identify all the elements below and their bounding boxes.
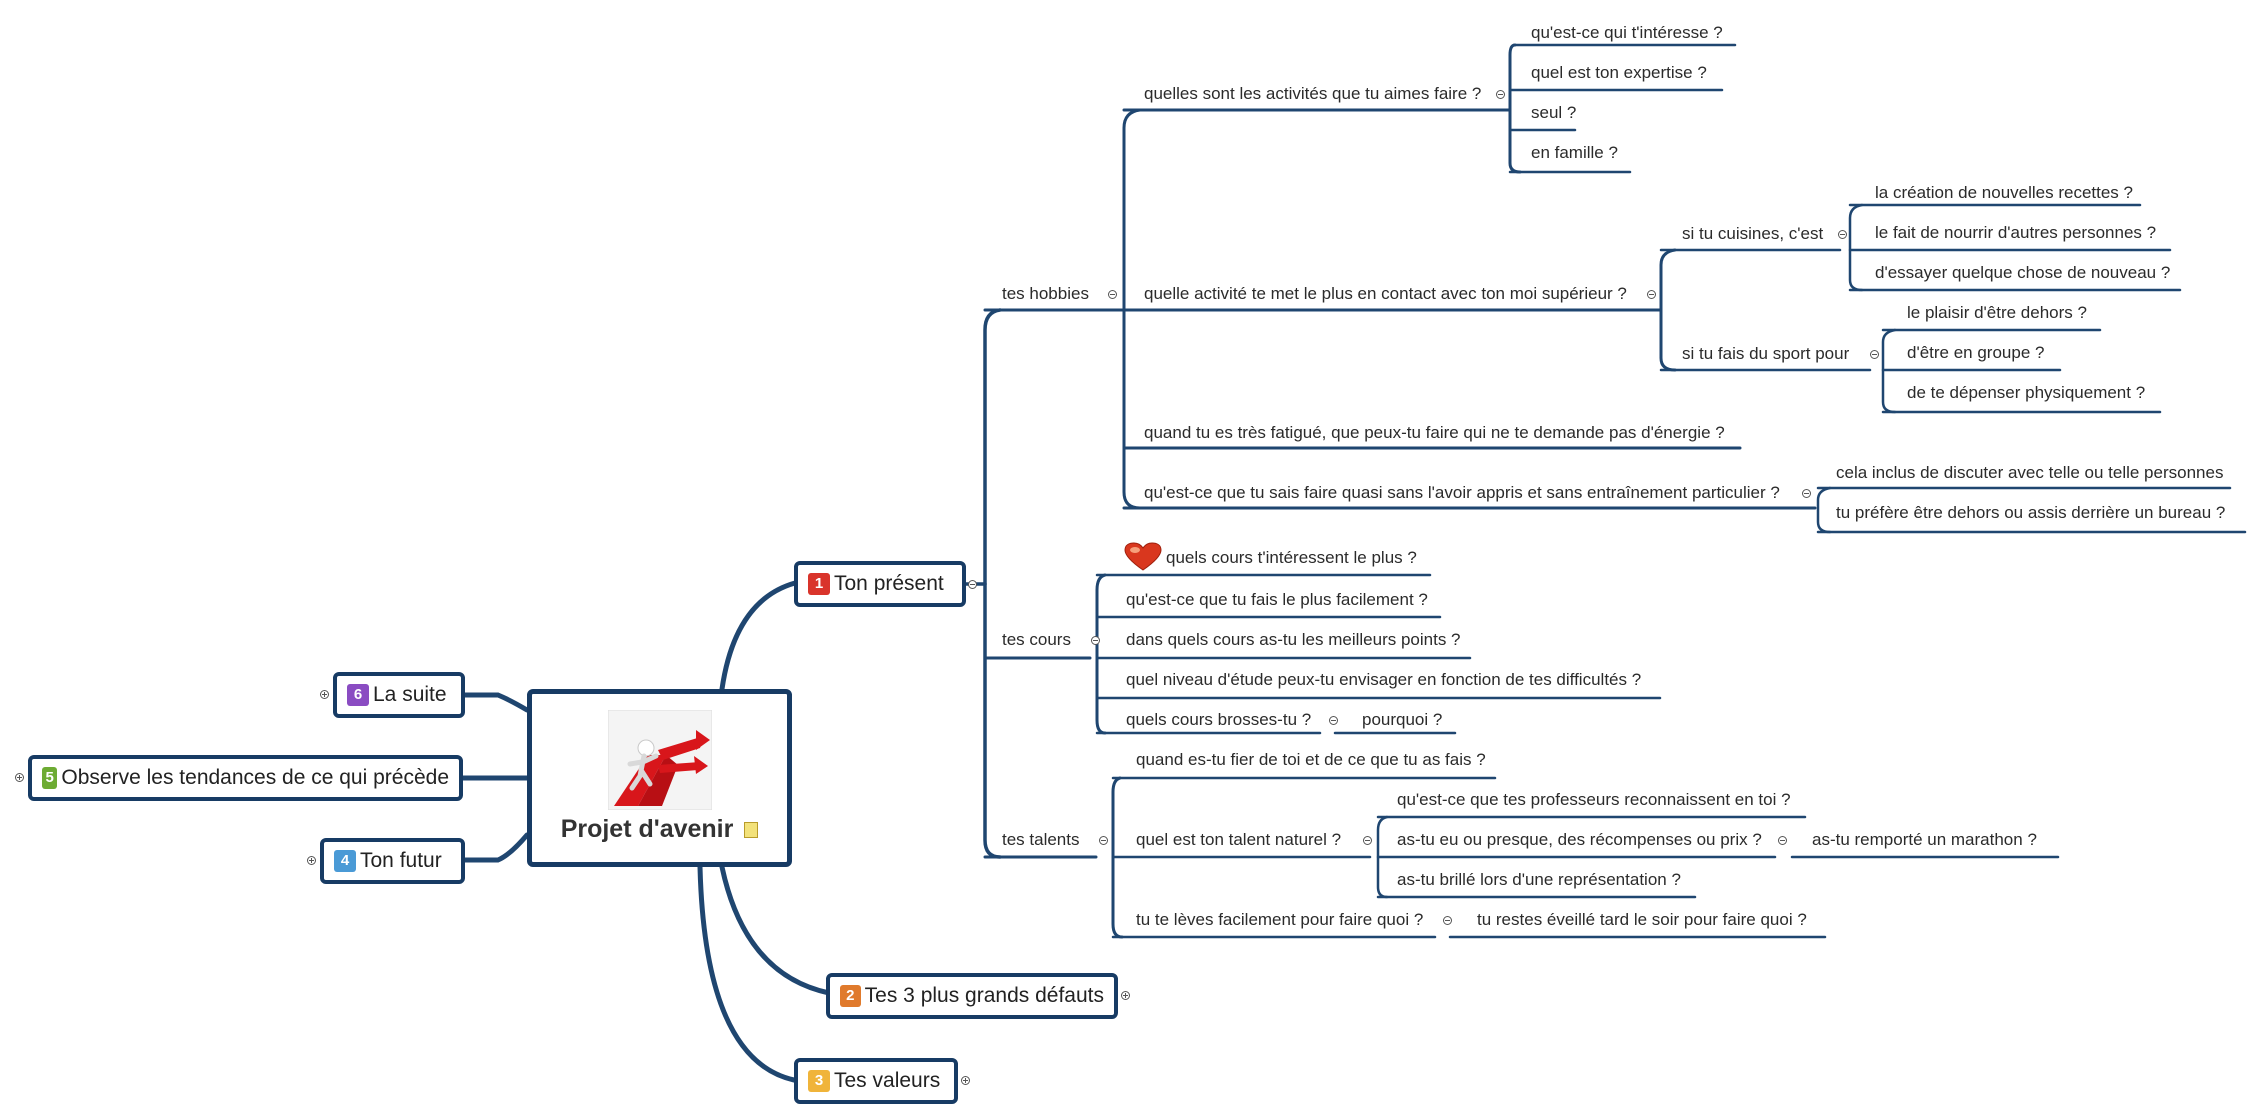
topic-recompenses[interactable]: as-tu eu ou presque, des récompenses ou … (1397, 830, 1762, 849)
main-topic-label: Tes 3 plus grands défauts (864, 984, 1104, 1007)
expand-icon[interactable] (961, 1076, 970, 1085)
expand-icon[interactable] (307, 856, 316, 865)
topic-expertise[interactable]: quel est ton expertise ? (1531, 63, 1707, 82)
priority-5-icon: 5 (42, 767, 58, 789)
collapse-icon[interactable] (1778, 836, 1787, 845)
connector-root-t1 (719, 580, 798, 692)
topic-representation[interactable]: as-tu brillé lors d'une représentation ? (1397, 870, 1681, 889)
topic-cours-interessent[interactable]: quels cours t'intéressent le plus ? (1166, 548, 1417, 567)
collapse-icon[interactable] (1091, 636, 1100, 645)
topic-depenser[interactable]: de te dépenser physiquement ? (1907, 383, 2146, 402)
note-icon[interactable] (744, 822, 759, 839)
priority-4-icon: 4 (334, 850, 356, 872)
topic-sans-appris[interactable]: qu'est-ce que tu sais faire quasi sans l… (1144, 483, 1780, 502)
topic-marathon[interactable]: as-tu remporté un marathon ? (1812, 830, 2037, 849)
topic-pourquoi[interactable]: pourquoi ? (1362, 710, 1443, 729)
main-topic-tendances[interactable]: 5 Observe les tendances de ce qui précèd… (28, 755, 463, 801)
topic-fier[interactable]: quand es-tu fier de toi et de ce que tu … (1136, 750, 1486, 769)
priority-2-icon: 2 (840, 985, 861, 1007)
root-title: Projet d'avenir (532, 815, 787, 844)
topic-groupe[interactable]: d'être en groupe ? (1907, 343, 2045, 362)
collapse-icon[interactable] (1363, 836, 1372, 845)
collapse-icon[interactable] (1496, 90, 1505, 99)
topic-dehors[interactable]: le plaisir d'être dehors ? (1907, 303, 2087, 322)
topic-fatigue[interactable]: quand tu es très fatigué, que peux-tu fa… (1144, 423, 1725, 442)
priority-6-icon: 6 (347, 684, 369, 706)
topic-activites[interactable]: quelles sont les activités que tu aimes … (1144, 84, 1482, 103)
expand-icon[interactable] (15, 773, 24, 782)
topic-leves[interactable]: tu te lèves facilement pour faire quoi ? (1136, 910, 1424, 929)
topic-famille[interactable]: en famille ? (1531, 143, 1618, 162)
collapse-icon[interactable] (1838, 230, 1847, 239)
main-topic-label: Tes valeurs (834, 1069, 941, 1092)
collapse-icon[interactable] (968, 580, 977, 589)
main-topic-label: Ton présent (834, 572, 944, 595)
subtopic-hobbies[interactable]: tes hobbies (1002, 284, 1089, 303)
subtopic-cours[interactable]: tes cours (1002, 630, 1071, 649)
topic-recettes[interactable]: la création de nouvelles recettes ? (1875, 183, 2133, 202)
topic-seul[interactable]: seul ? (1531, 103, 1577, 122)
main-topic-suite[interactable]: 6 La suite (333, 672, 465, 718)
topic-bureau[interactable]: tu préfère être dehors ou assis derrière… (1836, 503, 2226, 522)
topic-eveille[interactable]: tu restes éveillé tard le soir pour fair… (1477, 910, 1807, 929)
collapse-icon[interactable] (1647, 290, 1656, 299)
main-topic-defauts[interactable]: 2 Tes 3 plus grands défauts (826, 973, 1118, 1019)
topic-niveau-etude[interactable]: quel niveau d'étude peux-tu envisager en… (1126, 670, 1642, 689)
topic-cuisine[interactable]: si tu cuisines, c'est (1682, 224, 1824, 243)
connector-root-t4 (459, 832, 530, 863)
topic-interesse[interactable]: qu'est-ce qui t'intéresse ? (1531, 23, 1723, 42)
topic-nourrir[interactable]: le fait de nourrir d'autres personnes ? (1875, 223, 2157, 242)
priority-1-icon: 1 (808, 573, 830, 595)
connector-root-t3 (697, 864, 797, 1083)
main-topic-valeurs[interactable]: 3 Tes valeurs (794, 1058, 958, 1104)
topic-moi-superieur[interactable]: quelle activité te met le plus en contac… (1144, 284, 1627, 303)
root-topic[interactable]: Projet d'avenir (527, 689, 792, 867)
collapse-icon[interactable] (1108, 290, 1117, 299)
topic-sport[interactable]: si tu fais du sport pour (1682, 344, 1850, 363)
topic-brosses[interactable]: quels cours brosses-tu ? (1126, 710, 1312, 729)
priority-3-icon: 3 (808, 1070, 830, 1092)
topic-facilement[interactable]: qu'est-ce que tu fais le plus facilement… (1126, 590, 1428, 609)
connector-root-t2 (719, 864, 832, 996)
expand-icon[interactable] (320, 690, 329, 699)
topic-talent-naturel[interactable]: quel est ton talent naturel ? (1136, 830, 1342, 849)
main-topic-ton-present[interactable]: 1 Ton présent (794, 561, 966, 607)
main-topic-futur[interactable]: 4 Ton futur (320, 838, 465, 884)
subtopic-talents[interactable]: tes talents (1002, 830, 1080, 849)
collapse-icon[interactable] (1099, 836, 1108, 845)
collapse-icon[interactable] (1443, 916, 1452, 925)
heart-icon (1124, 542, 1162, 571)
collapse-icon[interactable] (1329, 716, 1338, 725)
collapse-icon[interactable] (1802, 489, 1811, 498)
main-topic-label: Observe les tendances de ce qui précède (61, 766, 449, 789)
running-figure-arrows-image (608, 710, 712, 810)
main-topic-label: Ton futur (360, 849, 442, 872)
root-title-text: Projet d'avenir (560, 815, 734, 843)
connector-root-t6 (461, 692, 530, 713)
topic-discuter[interactable]: cela inclus de discuter avec telle ou te… (1836, 463, 2224, 482)
topic-nouveau[interactable]: d'essayer quelque chose de nouveau ? (1875, 263, 2171, 282)
main-topic-label: La suite (373, 683, 447, 706)
topic-meilleurs-points[interactable]: dans quels cours as-tu les meilleurs poi… (1126, 630, 1461, 649)
topic-professeurs[interactable]: qu'est-ce que tes professeurs reconnaiss… (1397, 790, 1791, 809)
collapse-icon[interactable] (1870, 350, 1879, 359)
expand-icon[interactable] (1121, 991, 1130, 1000)
